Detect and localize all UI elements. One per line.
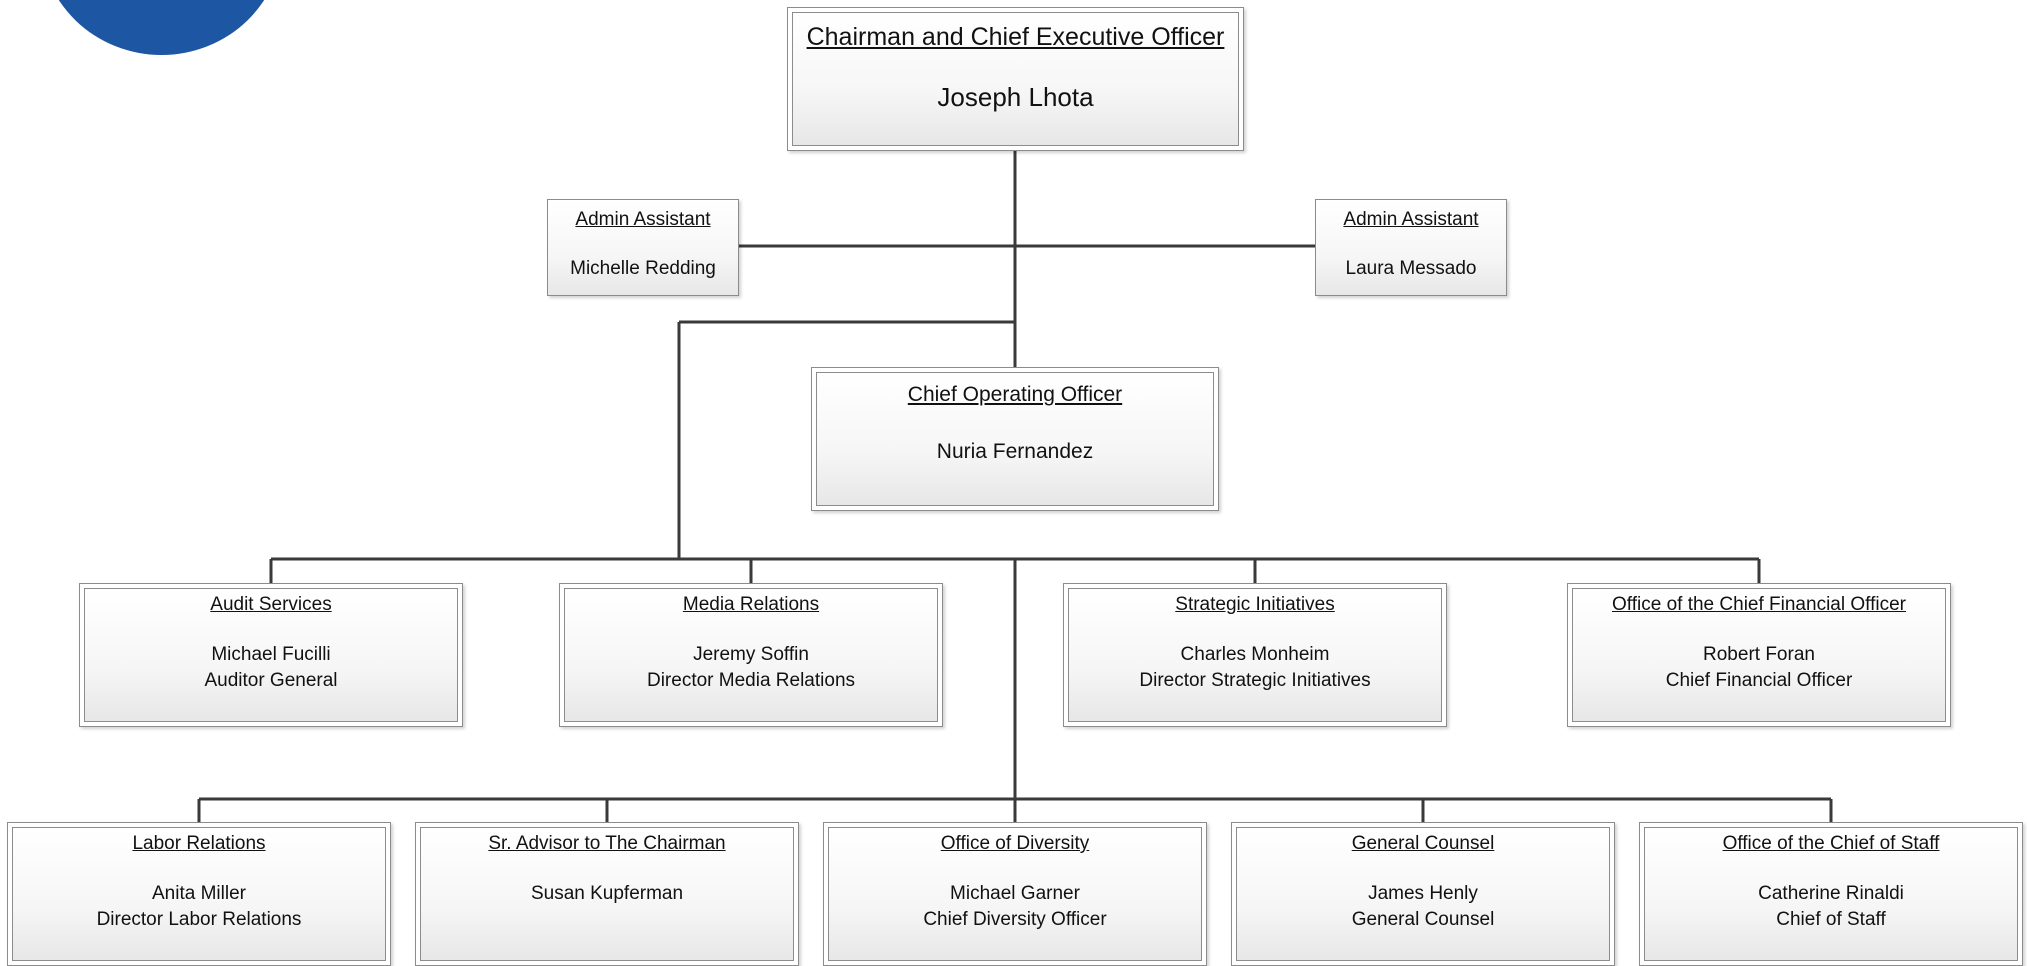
box-name: Michelle Redding <box>570 258 716 279</box>
org-box-general-counsel: General Counsel James Henly General Coun… <box>1231 822 1615 966</box>
box-title: Audit Services <box>210 594 332 615</box>
box-name: Laura Messado <box>1345 258 1477 279</box>
org-box-labor-relations: Labor Relations Anita Miller Director La… <box>7 822 391 966</box>
box-role: Director Media Relations <box>646 670 856 691</box>
box-title: General Counsel <box>1351 833 1495 854</box>
box-name: Robert Foran <box>1703 644 1815 665</box>
box-role: Auditor General <box>204 670 338 691</box>
box-title: Labor Relations <box>132 833 266 854</box>
box-name: Charles Monheim <box>1180 644 1330 665</box>
box-name: Anita Miller <box>152 883 246 904</box>
box-name: Michael Fucilli <box>211 644 331 665</box>
box-title: Strategic Initiatives <box>1175 594 1335 615</box>
box-name: Michael Garner <box>950 883 1080 904</box>
box-name: Catherine Rinaldi <box>1758 883 1904 904</box>
box-title: Admin Assistant <box>575 209 711 230</box>
org-box-office-chief-financial-officer: Office of the Chief Financial Officer Ro… <box>1567 583 1951 727</box>
box-role: Director Strategic Initiatives <box>1139 670 1371 691</box>
box-title: Office of the Chief Financial Officer <box>1612 594 1906 615</box>
box-role: Chief Diversity Officer <box>923 909 1107 930</box>
box-role: Director Labor Relations <box>96 909 302 930</box>
org-box-office-of-diversity: Office of Diversity Michael Garner Chief… <box>823 822 1207 966</box>
box-role: Chief Financial Officer <box>1665 670 1853 691</box>
org-box-coo: Chief Operating Officer Nuria Fernandez <box>811 367 1219 511</box>
box-title: Sr. Advisor to The Chairman <box>488 833 726 854</box>
box-title: Chairman and Chief Executive Officer <box>806 23 1225 51</box>
box-name: Nuria Fernandez <box>936 440 1094 463</box>
box-title: Chief Operating Officer <box>907 383 1123 406</box>
box-title: Office of the Chief of Staff <box>1722 833 1940 854</box>
org-box-ceo: Chairman and Chief Executive Officer Jos… <box>787 7 1244 151</box>
org-box-admin-assistant-left: Admin Assistant Michelle Redding <box>547 199 739 296</box>
org-box-office-chief-of-staff: Office of the Chief of Staff Catherine R… <box>1639 822 2023 966</box>
box-title: Media Relations <box>682 594 820 615</box>
box-name: Jeremy Soffin <box>693 644 809 665</box>
org-box-sr-advisor: Sr. Advisor to The Chairman Susan Kupfer… <box>415 822 799 966</box>
box-name: Susan Kupferman <box>530 883 684 904</box>
org-box-audit-services: Audit Services Michael Fucilli Auditor G… <box>79 583 463 727</box>
org-box-media-relations: Media Relations Jeremy Soffin Director M… <box>559 583 943 727</box>
box-name: James Henly <box>1368 883 1478 904</box>
box-role: General Counsel <box>1351 909 1495 930</box>
org-box-admin-assistant-right: Admin Assistant Laura Messado <box>1315 199 1507 296</box>
box-role: Chief of Staff <box>1776 909 1886 930</box>
box-name: Joseph Lhota <box>937 82 1094 112</box>
box-title: Office of Diversity <box>940 833 1090 854</box>
org-box-strategic-initiatives: Strategic Initiatives Charles Monheim Di… <box>1063 583 1447 727</box>
box-title: Admin Assistant <box>1343 209 1479 230</box>
